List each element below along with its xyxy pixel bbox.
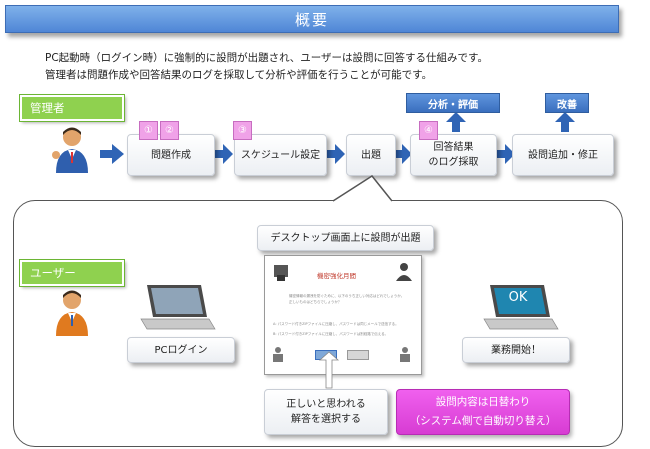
step-label: 問題作成 bbox=[151, 149, 191, 161]
screen-question-2: 正しいものはどちらでしょうか？ bbox=[289, 300, 342, 304]
step-create-question: 問題作成 bbox=[127, 134, 215, 176]
person-thumbnail-icon bbox=[400, 347, 410, 362]
step-label-line1: 回答結果 bbox=[433, 142, 474, 153]
step-present-question: 出題 bbox=[346, 134, 396, 176]
arrow-up-icon bbox=[555, 112, 575, 132]
arrow-right-icon bbox=[215, 144, 233, 164]
step-add-modify: 設問追加・修正 bbox=[512, 134, 614, 176]
step-label-line2: のログ採取 bbox=[428, 157, 479, 168]
screen-option-a: A: パスワード付きZIPファイルに圧縮し、パスワードは同じメールで送信する。 bbox=[273, 322, 399, 326]
ok-text: OK bbox=[508, 290, 528, 305]
pc-login-box: PCログイン bbox=[127, 337, 235, 363]
laptop-icon bbox=[140, 285, 216, 330]
arrow-right-icon bbox=[327, 144, 345, 164]
arrow-right-icon bbox=[394, 144, 412, 164]
admin-role-text: 管理者 bbox=[30, 101, 65, 115]
person-thumbnail-icon bbox=[273, 347, 283, 362]
select-answer-box: 正しいと思われる 解答を選択する bbox=[264, 389, 388, 435]
admin-role-label: 管理者 bbox=[19, 94, 125, 122]
step-label: 出題 bbox=[361, 149, 381, 161]
work-start-box: 業務開始！ bbox=[462, 337, 570, 363]
step-badge-4: ④ bbox=[419, 121, 438, 140]
arrow-right-icon bbox=[100, 144, 124, 164]
arrow-right-icon bbox=[497, 144, 515, 164]
intro-line-1: PC起動時（ログイン時）に強制的に設問が出題され、ユーザーは設問に回答する仕組み… bbox=[45, 52, 489, 64]
page-title: 概要 bbox=[294, 10, 329, 29]
worker-illustration-icon bbox=[396, 263, 412, 281]
pc-login-label: PCログイン bbox=[154, 344, 208, 356]
select-answer-line2: 解答を選択する bbox=[291, 414, 361, 425]
admin-person-icon bbox=[52, 127, 88, 173]
step-schedule: スケジュール設定 bbox=[234, 134, 327, 176]
screen-title: 機密強化月間 bbox=[317, 272, 356, 280]
answer-b-button[interactable] bbox=[347, 350, 369, 360]
step-label: 設問追加・修正 bbox=[528, 149, 598, 161]
improve-tag: 改善 bbox=[545, 93, 589, 113]
work-start-label: 業務開始！ bbox=[491, 344, 541, 356]
step-label: スケジュール設定 bbox=[240, 149, 321, 161]
arrow-up-icon bbox=[446, 112, 466, 132]
step-badge-1: ① bbox=[139, 121, 158, 140]
analysis-tag: 分析・評価 bbox=[406, 93, 500, 113]
step-badge-3: ③ bbox=[233, 121, 252, 140]
step-collect-logs: 回答結果 のログ採取 bbox=[410, 134, 497, 176]
screen-question-1: 機密情報の漏洩を防ぐために、以下のうち正しい対応はどれでしょうか。 bbox=[289, 294, 405, 298]
daily-change-box: 設問内容は日替わり （システム側で自動切り替え） bbox=[396, 389, 570, 435]
select-answer-line1: 正しいと思われる bbox=[286, 399, 366, 410]
security-illustration-icon bbox=[274, 265, 288, 281]
daily-change-line1: 設問内容は日替わり bbox=[435, 396, 531, 409]
desktop-caption-label: デスクトップ画面上に設問が出題 bbox=[270, 232, 421, 244]
screen-option-b: B: パスワード付きZIPファイルに圧縮し、パスワードは別経路で伝える。 bbox=[273, 332, 389, 336]
title-banner: 概要 bbox=[5, 5, 619, 33]
desktop-caption-box: デスクトップ画面上に設問が出題 bbox=[257, 225, 434, 251]
user-role-label: ユーザー bbox=[19, 259, 125, 287]
intro-line-2: 管理者は問題作成や回答結果のログを採取して分析や評価を行うことが可能です。 bbox=[45, 69, 433, 81]
user-role-text: ユーザー bbox=[30, 266, 76, 280]
daily-change-line2: （システム側で自動切り替え） bbox=[409, 415, 557, 427]
user-person-icon bbox=[56, 290, 88, 336]
laptop-ok-icon bbox=[483, 285, 559, 330]
step-badge-2: ② bbox=[160, 121, 179, 140]
